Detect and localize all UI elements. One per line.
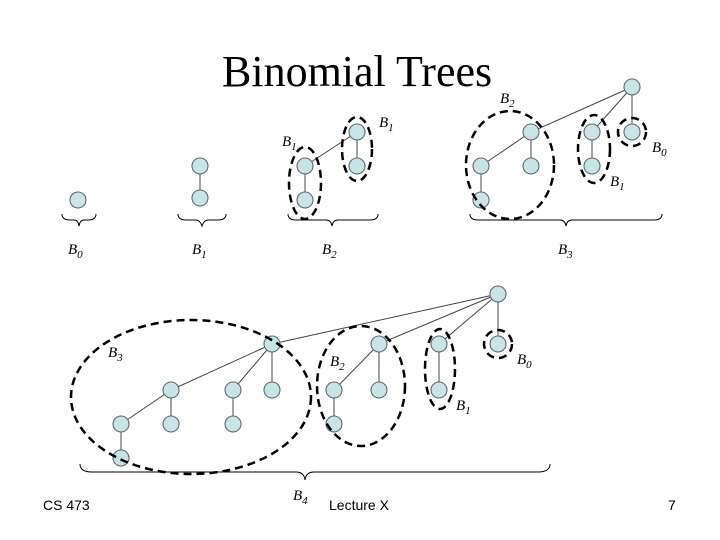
- b2-tree: B1 B1: [282, 115, 394, 221]
- b4-tree: B3 B2 B1 B0: [69, 285, 532, 476]
- b4-part-label-b2: B2: [330, 354, 345, 373]
- b2-subtree-outline: [315, 324, 407, 448]
- b0-tree: [69, 191, 87, 209]
- b4-part-label-b0: B0: [517, 352, 532, 371]
- tree-node: [348, 123, 366, 141]
- b4-part-label-b1: B1: [456, 398, 471, 417]
- top-label-b2: B2: [322, 242, 337, 261]
- tree-node: [623, 123, 641, 141]
- tree-node: [430, 381, 448, 399]
- b3-part-label-b0: B0: [652, 140, 667, 159]
- tree-node: [522, 157, 540, 175]
- tree-node: [263, 381, 281, 399]
- b3-part-label-b1: B1: [610, 174, 625, 193]
- top-label-b1: B1: [192, 242, 207, 261]
- brace-b2: [287, 213, 379, 227]
- tree-node: [69, 191, 87, 209]
- tree-node: [623, 78, 641, 96]
- footer-lecture: Lecture X: [329, 497, 390, 513]
- top-label-b3: B3: [558, 242, 573, 261]
- b3-tree: B2 B0 B1: [464, 78, 667, 221]
- tree-node: [162, 381, 180, 399]
- brace-b1: [177, 213, 227, 228]
- b0-subtree-outline: [482, 328, 514, 360]
- slide-title: Binomial Trees: [222, 47, 492, 96]
- b2-subtree-outline: [464, 109, 556, 221]
- footer-page-number: 7: [668, 497, 676, 513]
- b3-part-label-b2: B2: [500, 91, 515, 110]
- tree-node: [489, 285, 507, 303]
- top-label-b0: B0: [68, 242, 83, 261]
- tree-node: [583, 157, 601, 175]
- tree-node: [112, 415, 130, 433]
- brace-b4: [79, 463, 551, 481]
- b1-subtree-outline-left: [287, 145, 323, 221]
- tree-node: [112, 449, 130, 467]
- tree-node: [325, 381, 343, 399]
- tree-node: [224, 381, 242, 399]
- tree-node: [489, 335, 507, 353]
- tree-node: [296, 191, 314, 209]
- brace-b3: [469, 213, 663, 227]
- tree-node: [191, 189, 209, 207]
- b4-part-label-b3: B3: [108, 345, 123, 364]
- b2-part-label-left: B1: [282, 134, 297, 153]
- tree-node: [472, 191, 490, 209]
- footer-course: CS 473: [43, 497, 90, 513]
- brace-b0: [61, 213, 97, 227]
- tree-node: [224, 415, 242, 433]
- tree-node: [191, 157, 209, 175]
- b1-subtree-outline: [576, 113, 612, 185]
- b4-label: B4: [293, 488, 308, 507]
- tree-node: [522, 123, 540, 141]
- tree-node: [162, 415, 180, 433]
- b2-part-label-right: B1: [379, 115, 394, 134]
- tree-node: [472, 157, 490, 175]
- tree-node: [370, 335, 388, 353]
- tree-node: [370, 381, 388, 399]
- b1-subtree-outline-right: [340, 115, 374, 183]
- b1-subtree-outline: [423, 327, 457, 411]
- tree-node: [348, 157, 366, 175]
- b3-subtree-outline: [69, 318, 313, 476]
- b0-subtree-outline: [616, 116, 648, 148]
- tree-node: [430, 335, 448, 353]
- tree-node: [583, 123, 601, 141]
- tree-node: [296, 157, 314, 175]
- b1-tree: [191, 157, 209, 207]
